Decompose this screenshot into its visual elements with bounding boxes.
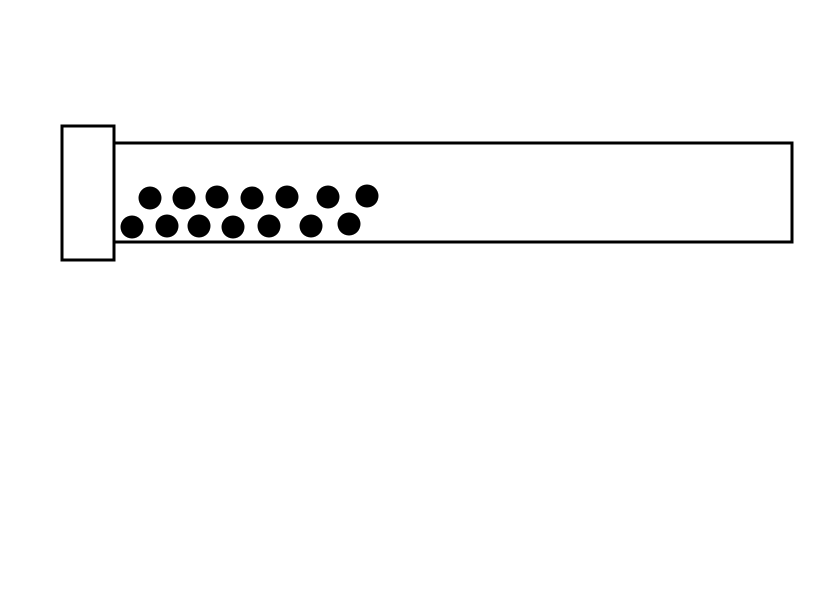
particle	[257, 214, 281, 238]
particle	[172, 186, 196, 210]
piston-cap	[60, 124, 116, 262]
particle	[240, 186, 264, 210]
particle	[205, 185, 229, 209]
particle	[316, 185, 340, 209]
particle	[138, 186, 162, 210]
particle	[337, 212, 361, 236]
particle	[299, 214, 323, 238]
particle	[275, 185, 299, 209]
particle	[187, 214, 211, 238]
particles	[120, 184, 379, 239]
particle	[221, 215, 245, 239]
particle	[120, 215, 144, 239]
particle	[155, 214, 179, 238]
particle	[355, 184, 379, 208]
